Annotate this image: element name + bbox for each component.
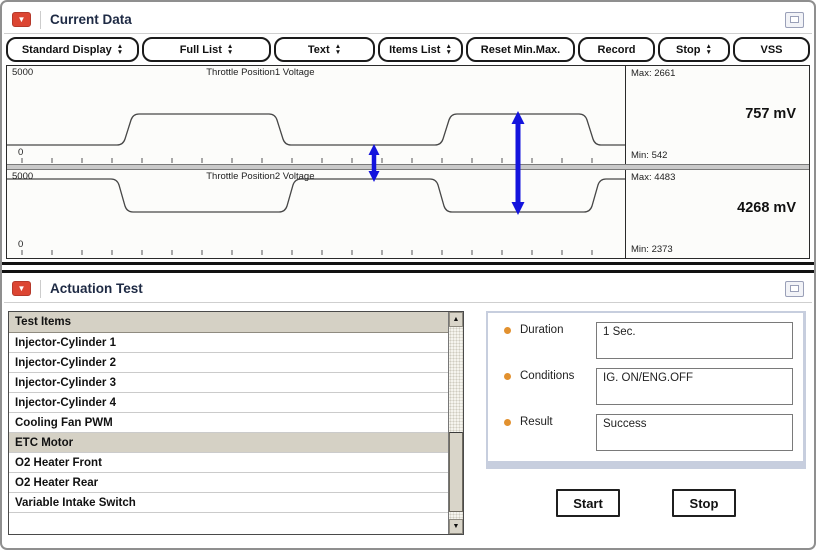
- panel-separator: [2, 262, 814, 273]
- y-max-tick-label: 5000: [12, 171, 34, 182]
- y-min-tick-label: 0: [18, 239, 24, 250]
- live-value-label: 4268 mV: [737, 200, 796, 216]
- collapse-arrow-icon[interactable]: ▼: [12, 12, 31, 27]
- list-item-o2-heater-rear[interactable]: O2 Heater Rear: [9, 473, 448, 493]
- chart-divider: [7, 164, 809, 170]
- waveform1-title: Throttle Position1 Voltage: [206, 67, 315, 78]
- list-item-injector-cylinder-4[interactable]: Injector-Cylinder 4: [9, 393, 448, 413]
- current-data-header: ▼ Current Data: [4, 6, 812, 34]
- live-value-label: 757 mV: [745, 106, 796, 122]
- throttle-position2-plot: 5000 Throttle Position2 Voltage 0: [7, 170, 625, 258]
- record-button[interactable]: Record: [578, 37, 655, 62]
- list-item-cooling-fan-pwm[interactable]: Cooling Fan PWM: [9, 413, 448, 433]
- maximize-icon: [790, 16, 799, 23]
- waveform1-svg: [7, 113, 625, 163]
- stop-button[interactable]: Stop: [672, 489, 736, 517]
- button-label: Record: [597, 43, 636, 56]
- button-label: Items List: [389, 43, 441, 56]
- test-detail-column: Duration 1 Sec. Conditions IG. ON/ENG.OF…: [486, 311, 806, 535]
- list-item-injector-cylinder-3[interactable]: Injector-Cylinder 3: [9, 373, 448, 393]
- current-data-toolbar: Standard Display ▲▼ Full List ▲▼ Text ▲▼…: [2, 34, 814, 64]
- header-divider: [40, 279, 41, 298]
- throttle-position1-plot: 5000 Throttle Position1 Voltage 0: [7, 66, 625, 164]
- scroll-down-icon[interactable]: ▼: [449, 519, 463, 534]
- test-items-list: Test Items Injector-Cylinder 1 Injector-…: [8, 311, 464, 535]
- duration-label: Duration: [520, 324, 564, 336]
- standard-display-dropdown[interactable]: Standard Display ▲▼: [6, 37, 139, 62]
- conditions-value-field: IG. ON/ENG.OFF: [596, 368, 793, 405]
- text-dropdown[interactable]: Text ▲▼: [274, 37, 375, 62]
- button-label: Reset Min.Max.: [480, 43, 561, 56]
- list-item-variable-intake-switch[interactable]: Variable Intake Switch: [9, 493, 448, 513]
- items-list-dropdown[interactable]: Items List ▲▼: [378, 37, 463, 62]
- conditions-row: Conditions IG. ON/ENG.OFF: [504, 368, 793, 405]
- test-details-group: Duration 1 Sec. Conditions IG. ON/ENG.OF…: [486, 311, 806, 469]
- vss-button[interactable]: VSS: [733, 37, 810, 62]
- actuation-test-body: Test Items Injector-Cylinder 1 Injector-…: [2, 303, 814, 535]
- result-row: Result Success: [504, 414, 793, 451]
- y-min-tick-label: 0: [18, 147, 24, 158]
- updown-arrows-icon: ▲▼: [445, 43, 452, 56]
- list-item-etc-motor-selected[interactable]: ETC Motor: [9, 433, 448, 453]
- updown-arrows-icon: ▲▼: [334, 43, 342, 56]
- bullet-icon: [504, 373, 511, 380]
- waveform-charts: 5000 Throttle Position1 Voltage 0 Max: 2…: [6, 65, 810, 259]
- min-value-label: Min: 2373: [631, 244, 673, 255]
- actuation-test-panel: ▼ Actuation Test Test Items Injector-Cyl…: [2, 275, 814, 535]
- maximize-icon: [790, 285, 799, 292]
- list-item-o2-heater-front[interactable]: O2 Heater Front: [9, 453, 448, 473]
- test-action-buttons: Start Stop: [486, 489, 806, 517]
- actuation-test-title: Actuation Test: [50, 281, 143, 296]
- maximize-button[interactable]: [785, 280, 804, 297]
- collapse-arrow-icon[interactable]: ▼: [12, 281, 31, 296]
- y-max-tick-label: 5000: [12, 67, 34, 78]
- actuation-test-header: ▼ Actuation Test: [4, 275, 812, 303]
- duration-value-field: 1 Sec.: [596, 322, 793, 359]
- bullet-icon: [504, 419, 511, 426]
- maximize-button[interactable]: [785, 11, 804, 28]
- button-label: Standard Display: [21, 43, 112, 56]
- test-items-column-header: Test Items: [9, 312, 448, 333]
- bullet-icon: [504, 327, 511, 334]
- list-scrollbar[interactable]: ▲ ▼: [448, 312, 463, 534]
- max-value-label: Max: 2661: [631, 68, 676, 79]
- waveform2-title: Throttle Position2 Voltage: [206, 171, 315, 182]
- conditions-label: Conditions: [520, 370, 575, 382]
- updown-arrows-icon: ▲▼: [705, 43, 712, 56]
- current-data-title: Current Data: [50, 12, 132, 27]
- updown-arrows-icon: ▲▼: [116, 43, 124, 56]
- current-data-panel: ▼ Current Data Standard Display ▲▼ Full …: [2, 6, 814, 259]
- button-label: Stop: [676, 43, 701, 56]
- throttle-position2-readout: Max: 4483 4268 mV Min: 2373: [625, 170, 809, 258]
- reset-minmax-button[interactable]: Reset Min.Max.: [466, 37, 575, 62]
- max-value-label: Max: 4483: [631, 172, 676, 183]
- scrollbar-thumb[interactable]: [449, 431, 463, 512]
- header-divider: [40, 10, 41, 29]
- button-label: Text: [307, 43, 330, 56]
- button-label: Full List: [179, 43, 222, 56]
- list-item-injector-cylinder-1[interactable]: Injector-Cylinder 1: [9, 333, 448, 353]
- scroll-up-icon[interactable]: ▲: [449, 312, 463, 327]
- waveform2-svg: [7, 178, 625, 255]
- throttle-position1-readout: Max: 2661 757 mV Min: 542: [625, 66, 809, 164]
- result-label: Result: [520, 416, 553, 428]
- updown-arrows-icon: ▲▼: [226, 43, 234, 56]
- result-value-field: Success: [596, 414, 793, 451]
- full-list-dropdown[interactable]: Full List ▲▼: [142, 37, 271, 62]
- duration-row: Duration 1 Sec.: [504, 322, 793, 359]
- start-button[interactable]: Start: [556, 489, 620, 517]
- stop-dropdown[interactable]: Stop ▲▼: [658, 37, 730, 62]
- button-label: VSS: [760, 43, 783, 56]
- min-value-label: Min: 542: [631, 150, 668, 161]
- list-item-injector-cylinder-2[interactable]: Injector-Cylinder 2: [9, 353, 448, 373]
